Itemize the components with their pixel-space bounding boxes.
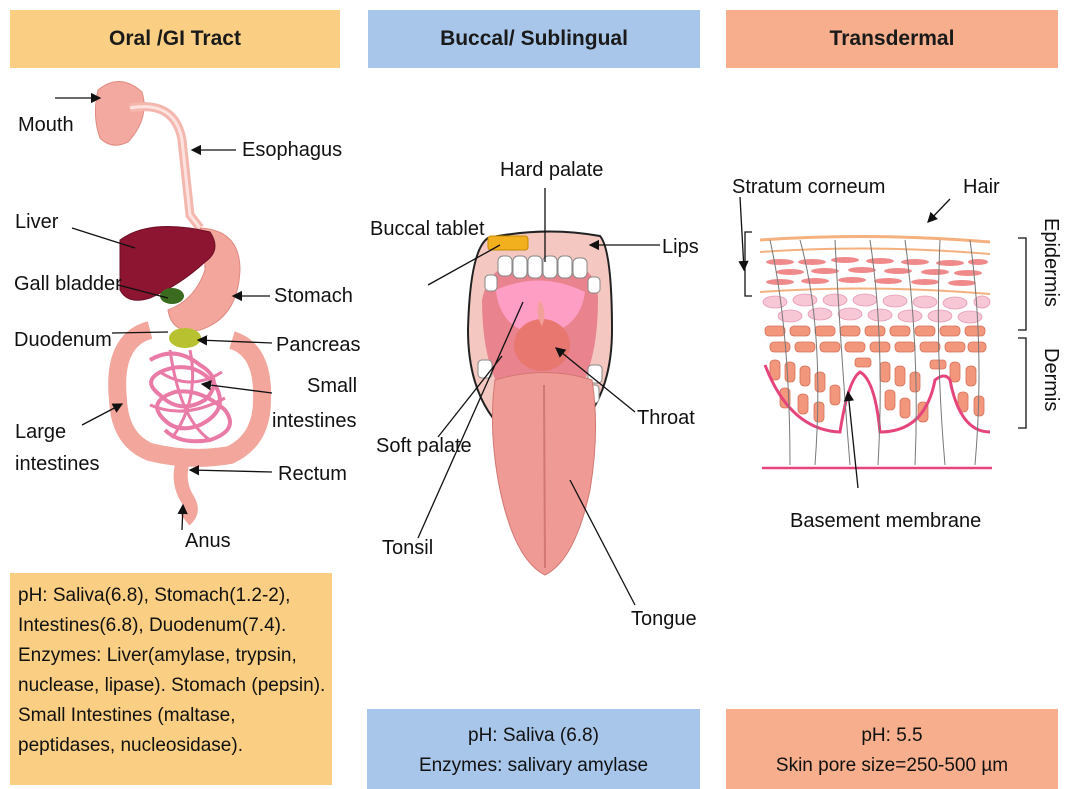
- label-basement-membrane: Basement membrane: [790, 509, 981, 533]
- info-box-transdermal: pH: 5.5 Skin pore size=250-500 µm: [726, 709, 1058, 789]
- info-oral-line: Intestines(6.8), Duodenum(7.4).: [18, 611, 332, 641]
- label-hair: Hair: [963, 175, 1000, 199]
- label-large-intestines-2: intestines: [15, 452, 100, 476]
- label-epidermis: Epidermis: [1039, 218, 1062, 307]
- info-trans-line: Skin pore size=250-500 µm: [726, 751, 1058, 781]
- info-trans-line: pH: 5.5: [726, 721, 1058, 751]
- label-gall-bladder: Gall bladder: [14, 272, 122, 296]
- label-lips: Lips: [662, 235, 699, 259]
- label-small-intestines-1: Small: [307, 374, 357, 398]
- info-oral-line: Enzymes: Liver(amylase, trypsin,: [18, 641, 332, 671]
- label-rectum: Rectum: [278, 462, 347, 486]
- label-large-intestines-1: Large: [15, 420, 66, 444]
- info-oral-line: nuclease, lipase). Stomach (pepsin).: [18, 671, 332, 701]
- label-hard-palate: Hard palate: [500, 158, 603, 182]
- mouth-illustration: [468, 231, 612, 575]
- label-stomach: Stomach: [274, 284, 353, 308]
- label-anus: Anus: [185, 529, 231, 553]
- info-buccal-line: Enzymes: salivary amylase: [367, 751, 700, 781]
- label-mouth: Mouth: [18, 113, 74, 137]
- label-tongue: Tongue: [631, 607, 697, 631]
- info-oral-line: pH: Saliva(6.8), Stomach(1.2-2),: [18, 581, 332, 611]
- label-soft-palate: Soft palate: [376, 434, 472, 458]
- label-dermis: Dermis: [1039, 348, 1062, 411]
- label-stratum-corneum: Stratum corneum: [732, 175, 885, 199]
- info-oral-line: peptidases, nucleosidase).: [18, 731, 332, 761]
- skin-illustration: [745, 232, 1026, 468]
- label-liver: Liver: [15, 210, 58, 234]
- label-pancreas: Pancreas: [276, 333, 361, 357]
- gi-tract-illustration: [95, 81, 262, 520]
- label-small-intestines-2: intestines: [272, 409, 357, 433]
- label-throat: Throat: [637, 406, 695, 430]
- label-tonsil: Tonsil: [382, 536, 433, 560]
- info-oral-line: Small Intestines (maltase,: [18, 701, 332, 731]
- info-box-oral: pH: Saliva(6.8), Stomach(1.2-2), Intesti…: [10, 573, 332, 785]
- label-esophagus: Esophagus: [242, 138, 342, 162]
- info-buccal-line: pH: Saliva (6.8): [367, 721, 700, 751]
- info-box-buccal: pH: Saliva (6.8) Enzymes: salivary amyla…: [367, 709, 700, 789]
- label-buccal-tablet: Buccal tablet: [370, 217, 485, 241]
- label-duodenum: Duodenum: [14, 328, 112, 352]
